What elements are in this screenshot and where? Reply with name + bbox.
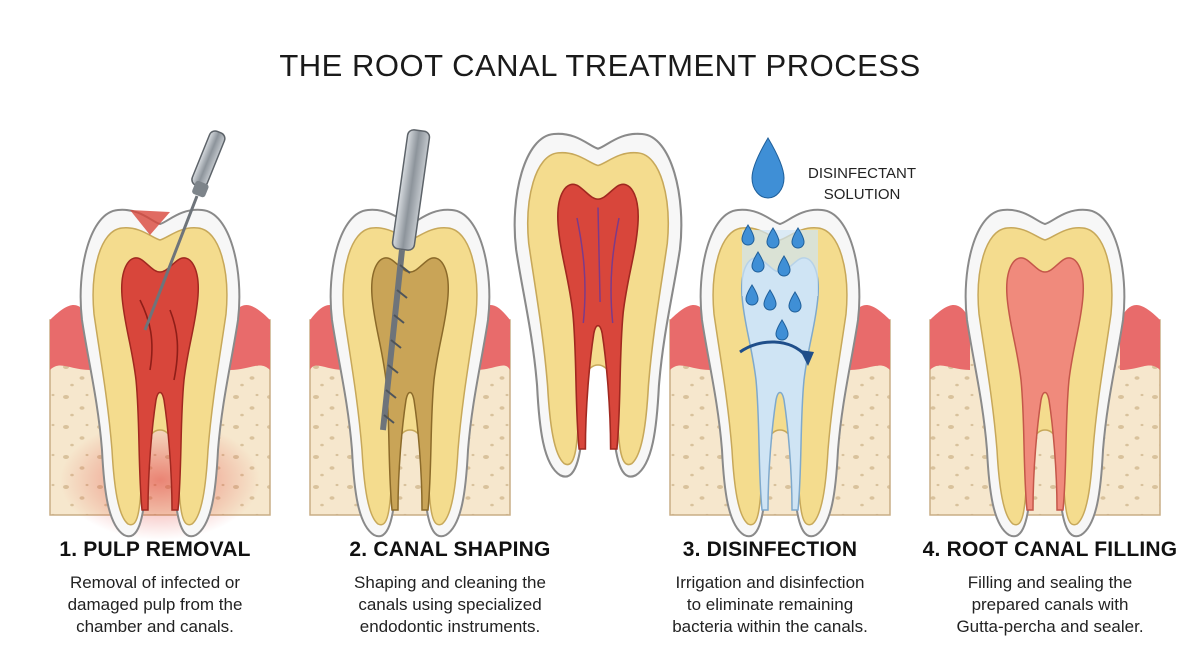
description-line: Shaping and cleaning the bbox=[354, 573, 546, 592]
step-canal-shaping: 2. CANAL SHAPING Shaping and cleaning th… bbox=[300, 538, 600, 638]
description-line: damaged pulp from the bbox=[67, 595, 243, 614]
reamer-icon bbox=[380, 129, 431, 431]
step-description: Removal of infected or damaged pulp from… bbox=[20, 572, 290, 638]
description-line: Irrigation and disinfection bbox=[675, 573, 865, 592]
tooth-pulp-removal bbox=[49, 208, 271, 540]
step-heading: 4. ROOT CANAL FILLING bbox=[922, 538, 1178, 561]
tooth-disinfection bbox=[669, 208, 891, 538]
tooth-canal-shaping bbox=[309, 208, 511, 538]
description-line: endodontic instruments. bbox=[359, 617, 541, 636]
step-heading: 3. DISINFECTION bbox=[682, 538, 858, 561]
flow-arrow-icon bbox=[739, 340, 814, 366]
description-line: Removal of infected or bbox=[69, 573, 241, 592]
label-line-2: SOLUTION bbox=[823, 186, 901, 203]
label-line-1: DISINFECTANT bbox=[808, 165, 917, 182]
droplet-icon bbox=[741, 137, 805, 341]
step-description: Shaping and cleaning the canals using sp… bbox=[300, 572, 600, 638]
step-description: Irrigation and disinfection to eliminate… bbox=[625, 572, 915, 638]
step-disinfection: 3. DISINFECTION Irrigation and disinfect… bbox=[625, 538, 915, 638]
description-line: canals using specialized bbox=[358, 595, 542, 614]
description-line: chamber and canals. bbox=[76, 617, 234, 636]
page-title: THE ROOT CANAL TREATMENT PROCESS bbox=[279, 48, 921, 83]
description-line: Gutta-percha and sealer. bbox=[956, 617, 1144, 636]
step-root-canal-filling: 4. ROOT CANAL FILLING Filling and sealin… bbox=[905, 538, 1195, 638]
description-line: to eliminate remaining bbox=[686, 595, 854, 614]
tooth-reference bbox=[513, 132, 683, 478]
step-pulp-removal: 1. PULP REMOVAL Removal of infected or d… bbox=[20, 538, 290, 638]
tooth-root-canal-filling bbox=[929, 208, 1161, 538]
description-line: bacteria within the canals. bbox=[672, 617, 868, 636]
endodontic-file-icon bbox=[143, 130, 226, 331]
disinfectant-solution-label: DISINFECTANT SOLUTION bbox=[808, 163, 916, 205]
step-description: Filling and sealing the prepared canals … bbox=[905, 572, 1195, 638]
step-heading: 2. CANAL SHAPING bbox=[349, 538, 551, 561]
step-heading: 1. PULP REMOVAL bbox=[59, 538, 251, 561]
description-line: Filling and sealing the bbox=[967, 573, 1133, 592]
description-line: prepared canals with bbox=[971, 595, 1129, 614]
